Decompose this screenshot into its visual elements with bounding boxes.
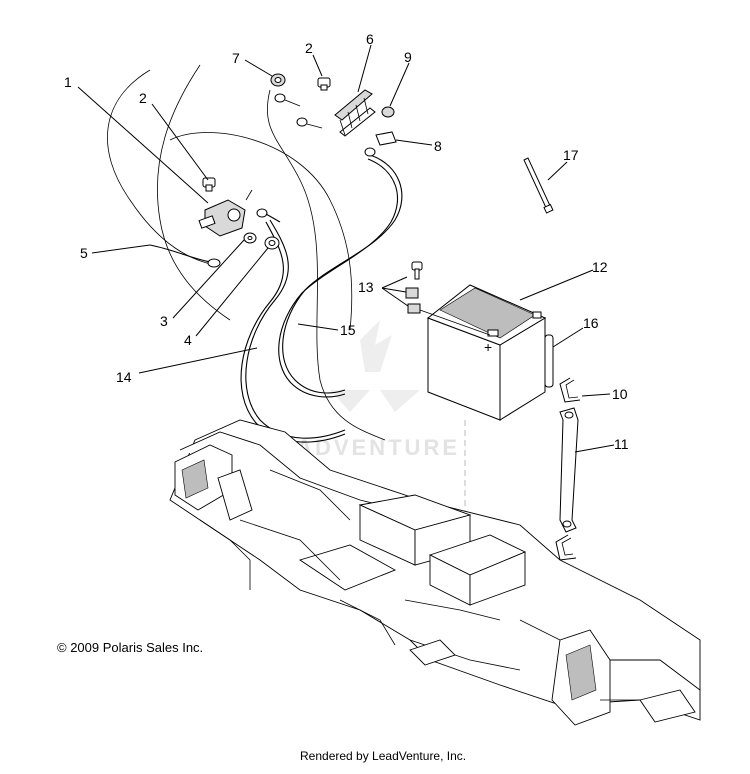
- copyright-text: © 2009 Polaris Sales Inc.: [57, 640, 204, 655]
- svg-text:+: +: [484, 339, 492, 355]
- part-7-grommet: [270, 73, 286, 87]
- callout-11: 11: [614, 436, 629, 452]
- callout-16: 16: [583, 315, 599, 331]
- part-2-bolt-top: [317, 77, 331, 91]
- part-10-hook-bottom: [555, 534, 577, 561]
- callout-14: 14: [116, 369, 132, 385]
- cable-14: [240, 219, 346, 443]
- part-17-cable-tie: [523, 157, 554, 214]
- callout-4: 4: [184, 332, 192, 348]
- callout-9: 9: [404, 49, 412, 65]
- callout-numbers: 1 2 2 3 4 5 6 7 8 9 10 11 12 13 14 15 16…: [64, 31, 629, 452]
- rendered-by-text: Rendered by LeadVenture, Inc.: [300, 749, 467, 763]
- part-12-battery: +: [426, 284, 547, 421]
- leader-lines: [77, 44, 615, 453]
- part-6-fuse-block: [334, 89, 376, 137]
- part-13-terminal-hardware: [405, 261, 423, 314]
- part-10-hook-top: [559, 377, 581, 403]
- part-11-hold-down-strap: [559, 407, 579, 533]
- callout-2a: 2: [139, 90, 147, 106]
- callout-13: 13: [358, 279, 374, 295]
- callout-2b: 2: [305, 40, 313, 56]
- callout-7: 7: [232, 50, 240, 66]
- callout-15: 15: [340, 322, 356, 338]
- terminals-top: [274, 93, 323, 129]
- callout-5: 5: [80, 245, 88, 261]
- part-8-bracket: [375, 131, 397, 146]
- part-9-nut: [381, 106, 395, 118]
- part-5-cable: [149, 244, 221, 268]
- part-2-bolt-left: [202, 177, 216, 192]
- vehicle-frame-tray: [169, 419, 701, 726]
- part-4-nut: [264, 236, 280, 250]
- cable-end-terminal: [256, 208, 281, 223]
- callout-6: 6: [366, 31, 374, 47]
- part-1-solenoid: [198, 189, 253, 237]
- callout-10: 10: [612, 386, 628, 402]
- callout-1: 1: [64, 74, 72, 90]
- part-3-washer: [243, 232, 257, 244]
- callout-12: 12: [592, 259, 608, 275]
- callout-17: 17: [563, 147, 579, 163]
- callout-3: 3: [160, 313, 168, 329]
- fuse-block-lead: [364, 147, 376, 157]
- cable-15: [278, 154, 403, 398]
- part-16-spacer: [544, 334, 554, 388]
- callout-8: 8: [434, 138, 442, 154]
